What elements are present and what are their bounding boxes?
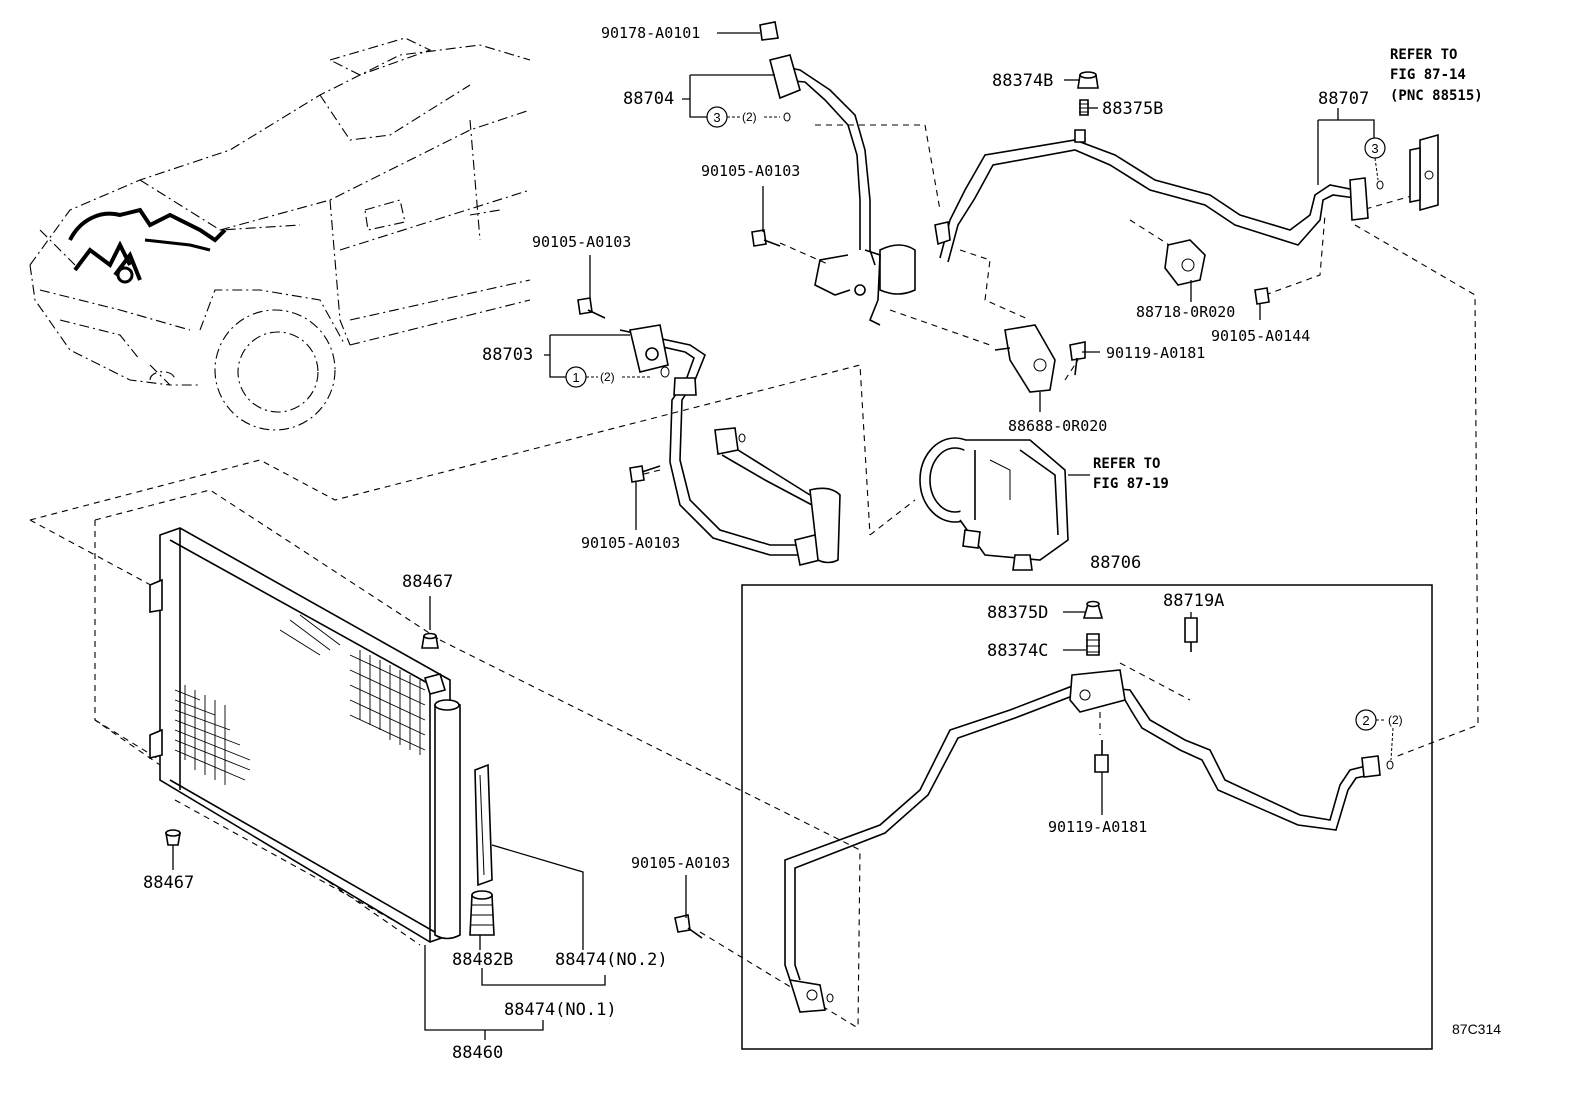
label-90178-A0101: 90178-A0101 xyxy=(601,24,700,42)
label-88707: 88707 xyxy=(1318,89,1369,109)
part-labels: 90178-A0101 88704 90105-A0103 90105-A010… xyxy=(143,24,1501,1063)
label-90105-A0103-mid: 90105-A0103 xyxy=(581,534,680,552)
callout-3-right: 3 xyxy=(1364,137,1386,181)
label-90119-A0181-top: 90119-A0181 xyxy=(1106,344,1205,362)
bolt-90105-A0103-left xyxy=(577,297,606,319)
label-88718-0R020: 88718-0R020 xyxy=(1136,303,1235,321)
pipe-88707 xyxy=(934,129,1384,263)
callout-1: 1 (2) xyxy=(565,366,670,388)
label-90105-A0144: 90105-A0144 xyxy=(1211,327,1310,345)
valve-core-88374C xyxy=(1086,633,1100,656)
callout-2: 2 (2) xyxy=(1355,709,1403,761)
bolt-90119-A0181-top xyxy=(1069,341,1086,376)
label-90105-A0103-top: 90105-A0103 xyxy=(701,162,800,180)
label-88374B: 88374B xyxy=(992,71,1053,91)
svg-text:3: 3 xyxy=(1371,141,1378,156)
svg-text:(2): (2) xyxy=(742,110,757,124)
hose-88704 xyxy=(769,54,916,326)
vehicle-illustration xyxy=(29,37,531,431)
label-88719A: 88719A xyxy=(1163,591,1224,611)
condenser-88460 xyxy=(149,527,461,943)
label-88703: 88703 xyxy=(482,345,533,365)
bolt-90105-A0144 xyxy=(1254,287,1270,305)
clamp-88718 xyxy=(1164,239,1206,286)
mount-88467-bottom xyxy=(165,829,181,846)
svg-text:(2): (2) xyxy=(1388,713,1403,727)
callout-3-top: 3 (2) xyxy=(706,106,791,128)
service-valve-cap-88374B xyxy=(1077,71,1099,89)
label-refer-87-14-line2: FIG 87-14 xyxy=(1390,67,1466,83)
service-valve-block xyxy=(1069,669,1126,713)
bolt-90119-A0181-bottom xyxy=(1094,740,1109,773)
label-88460: 88460 xyxy=(452,1043,503,1063)
svg-text:2: 2 xyxy=(1362,713,1369,728)
label-88374C: 88374C xyxy=(987,641,1048,661)
pressure-switch-88719A xyxy=(1184,617,1198,652)
label-88688-0R020: 88688-0R020 xyxy=(1008,417,1107,435)
label-88467-top: 88467 xyxy=(402,572,453,592)
cap-88482B xyxy=(469,890,495,936)
label-refer-87-19-line1: REFER TO xyxy=(1093,456,1160,472)
pipe-88706 xyxy=(784,684,1394,1013)
mount-88467-top xyxy=(421,632,439,649)
bracket-88688 xyxy=(994,324,1056,393)
svg-text:(2): (2) xyxy=(600,370,615,384)
label-refer-87-19-line2: FIG 87-19 xyxy=(1093,476,1169,492)
hose-88703 xyxy=(619,324,841,566)
diagram-id: 87C314 xyxy=(1452,1021,1501,1037)
label-refer-87-14-line1: REFER TO xyxy=(1390,47,1457,63)
label-90105-A0103-bottom: 90105-A0103 xyxy=(631,854,730,872)
label-90119-A0181-bottom: 90119-A0181 xyxy=(1048,818,1147,836)
svg-text:1: 1 xyxy=(572,370,579,385)
label-90105-A0103-left: 90105-A0103 xyxy=(532,233,631,251)
assembly-box-88706 xyxy=(741,584,1433,1050)
label-88474-no2: 88474(NO.2) xyxy=(555,950,668,970)
label-88474-no1: 88474(NO.1) xyxy=(504,1000,617,1020)
label-88375D: 88375D xyxy=(987,603,1048,623)
label-refer-87-14-line3: (PNC 88515) xyxy=(1390,88,1483,104)
label-88482B: 88482B xyxy=(452,950,513,970)
condenser-core-hatch xyxy=(174,614,426,785)
compressor xyxy=(919,437,1069,571)
expansion-valve xyxy=(1409,133,1439,212)
service-valve-core-88375B xyxy=(1079,99,1089,116)
bolt-90105-A0103-bottom xyxy=(674,914,703,939)
label-88704: 88704 xyxy=(623,89,674,109)
label-88375B: 88375B xyxy=(1102,99,1163,119)
bolt-90105-A0103-top xyxy=(751,229,781,247)
desiccant-88474-no2 xyxy=(474,763,493,887)
label-88467-bottom: 88467 xyxy=(143,873,194,893)
bolt-90178-A0101 xyxy=(759,21,779,41)
bolt-90105-A0103-mid xyxy=(629,465,661,483)
cap-88375D xyxy=(1082,600,1104,619)
leader-lines xyxy=(172,32,1375,1040)
svg-text:3: 3 xyxy=(713,110,720,125)
label-88706: 88706 xyxy=(1090,553,1141,573)
